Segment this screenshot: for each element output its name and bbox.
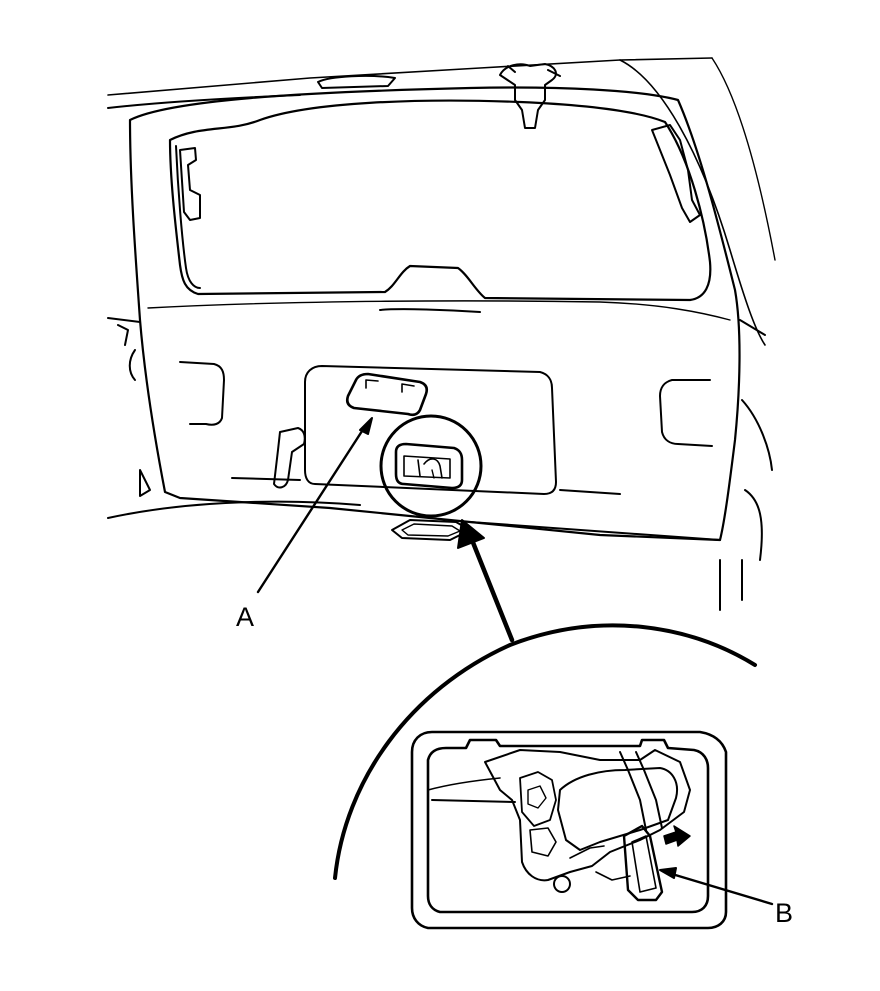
detail-view — [333, 623, 757, 930]
callout-a: A — [236, 602, 254, 632]
right-pocket — [659, 379, 713, 447]
leader-a — [256, 417, 373, 594]
center-trim-panel — [304, 365, 557, 495]
cover-a — [345, 372, 429, 417]
detail-arc — [333, 623, 757, 880]
top-latch — [499, 63, 557, 129]
callout-b: B — [775, 898, 793, 928]
pull-strap — [273, 427, 306, 489]
tailgate-body — [107, 57, 776, 611]
push-arrow — [663, 825, 691, 847]
detail-housing — [410, 730, 728, 930]
detail-arrow — [457, 519, 515, 643]
latch-mechanism — [484, 749, 691, 882]
detail-circle — [379, 414, 483, 518]
leader-b — [659, 867, 774, 906]
handle-opening — [394, 442, 464, 490]
rear-window — [168, 99, 712, 302]
release-lever-b — [622, 824, 664, 902]
left-pocket — [179, 361, 225, 426]
